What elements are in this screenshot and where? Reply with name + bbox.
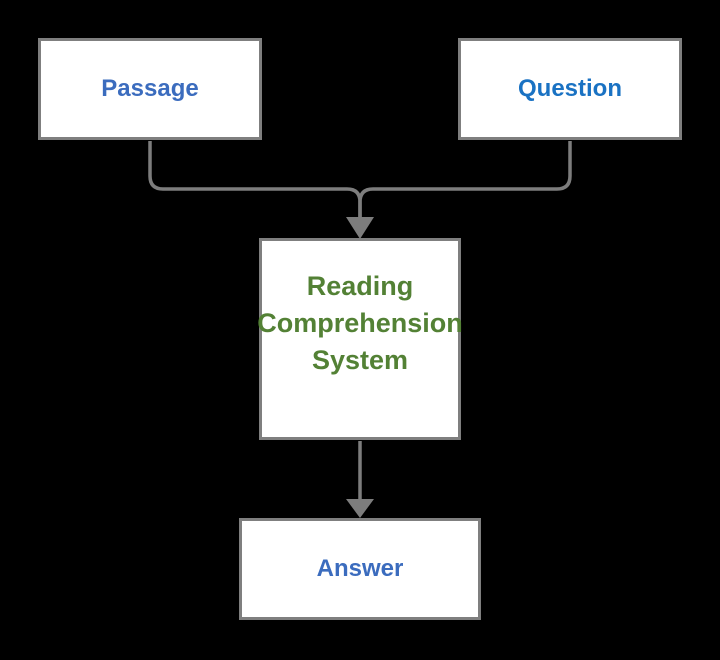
node-system-label-line-3: System [311,345,409,375]
arrowhead-to-system-icon [346,217,374,239]
node-system-label-line-1: Reading [306,271,414,301]
node-reading-comprehension-system: Reading Comprehension System [257,238,463,440]
edge-passage-to-system [148,141,362,220]
node-question: Question [458,38,682,140]
node-passage: Passage [38,38,262,140]
arrowhead-to-answer-icon [346,499,374,518]
node-answer: Answer [239,518,481,620]
edge-question-to-system [358,141,572,220]
node-question-label: Question [517,75,622,102]
node-system-label: Reading Comprehension System [257,268,463,379]
node-system-label-line-2: Comprehension [257,308,463,338]
node-answer-label: Answer [316,555,404,582]
node-passage-label: Passage [101,75,199,102]
